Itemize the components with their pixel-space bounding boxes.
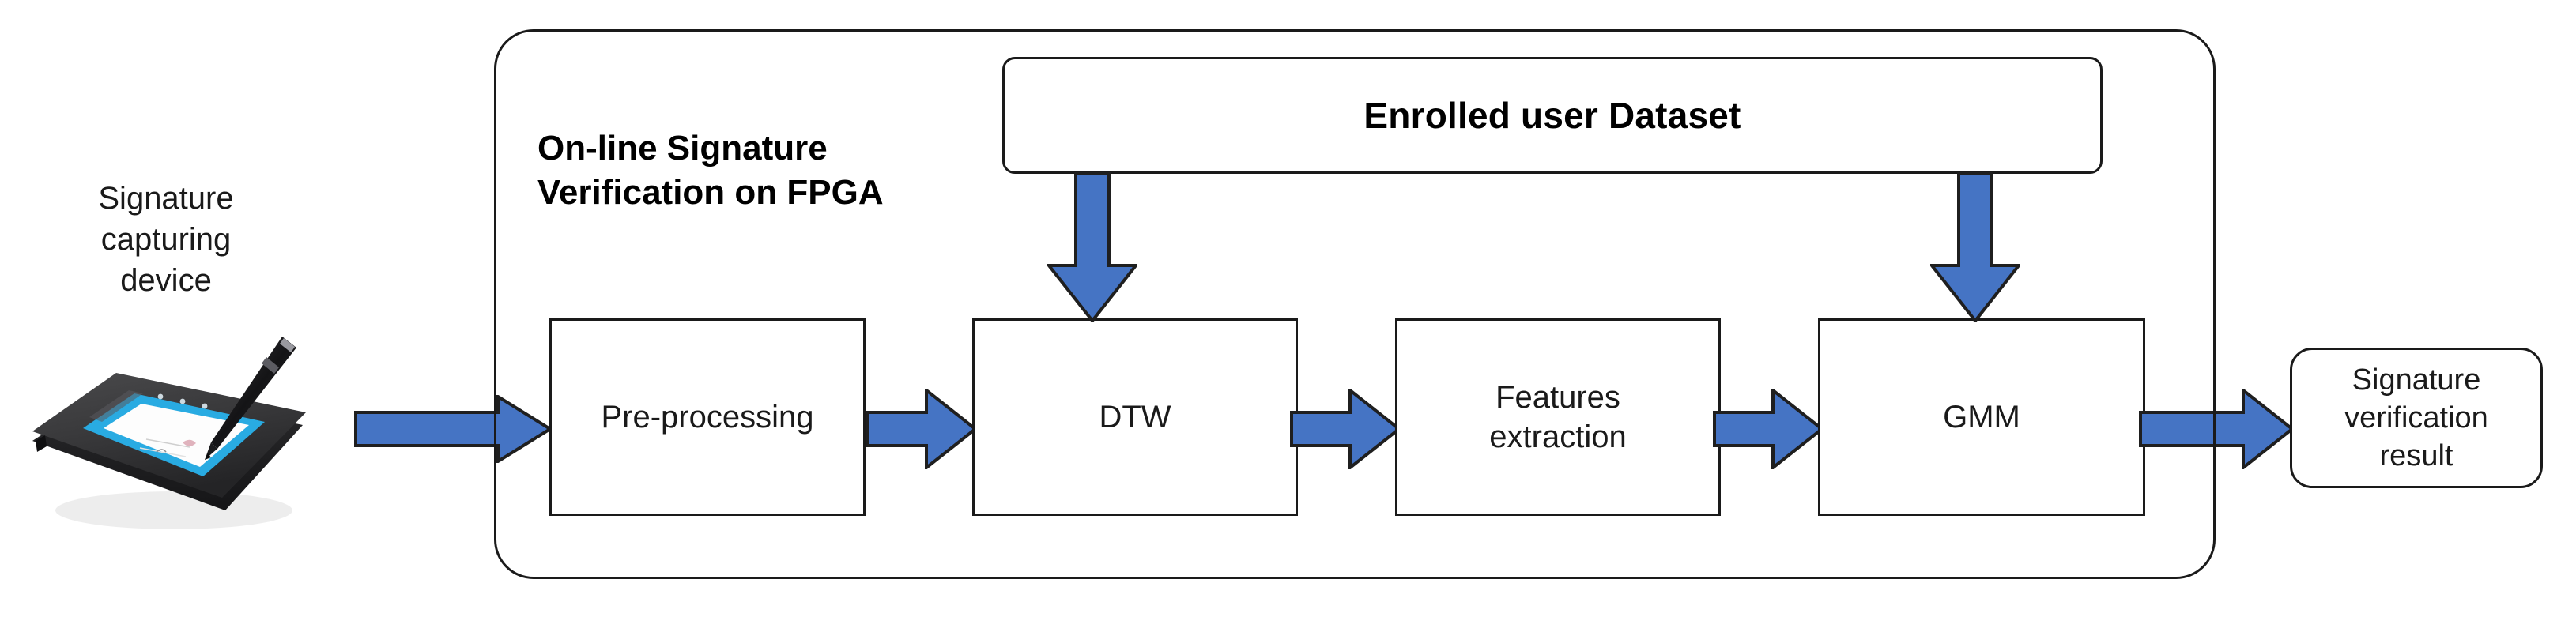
process-label-features-extraction: Features extraction <box>1489 380 1627 454</box>
process-label-dtw: DTW <box>1099 400 1171 435</box>
process-box-gmm[interactable]: GMM <box>1818 318 2145 516</box>
process-label-pre-processing: Pre-processing <box>601 400 814 435</box>
result-label: Signature verification result <box>2344 363 2488 472</box>
process-box-pre-processing[interactable]: Pre-processing <box>549 318 866 516</box>
enrolled-user-dataset-label: Enrolled user Dataset <box>1363 95 1741 136</box>
signature-capturing-device-label: Signature capturing device <box>98 181 234 298</box>
process-label-gmm: GMM <box>1943 400 2020 435</box>
process-box-dtw[interactable]: DTW <box>972 318 1298 516</box>
process-box-features-extraction[interactable]: Features extraction <box>1395 318 1721 516</box>
enrolled-user-dataset-box[interactable]: Enrolled user Dataset <box>1002 57 2103 174</box>
result-box-signature-verification[interactable]: Signature verification result <box>2290 348 2543 488</box>
stylus-pen-icon <box>205 337 296 460</box>
fpga-system-title: On-line Signature Verification on FPGA <box>537 129 884 212</box>
fpga-system-container <box>494 29 2216 579</box>
signature-tablet-icon <box>28 324 320 545</box>
